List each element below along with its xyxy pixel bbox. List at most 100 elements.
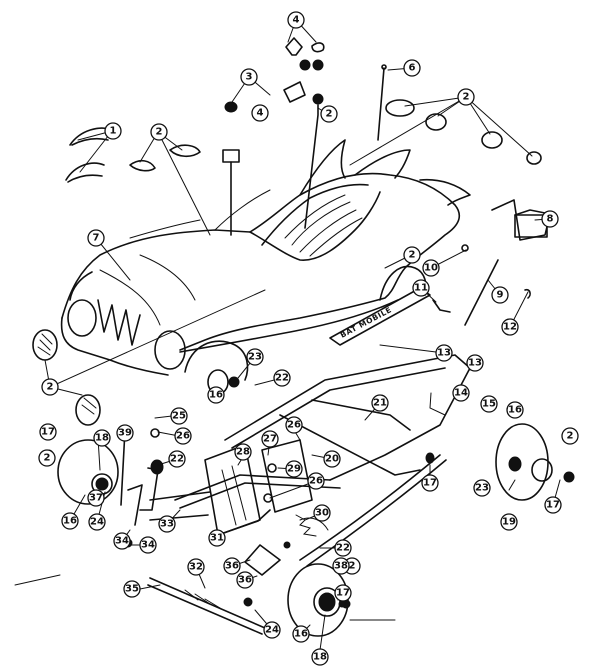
svg-text:34: 34	[115, 536, 129, 547]
svg-text:28: 28	[236, 447, 250, 458]
callout-21: 21	[371, 394, 389, 412]
callout-25: 25	[170, 407, 188, 425]
callout-39: 39	[116, 424, 134, 442]
svg-text:17: 17	[546, 500, 560, 511]
callout-18: 18	[93, 429, 111, 447]
callout-1: 1	[104, 122, 122, 140]
callout-35: 35	[123, 580, 141, 598]
callout-16: 16	[292, 625, 310, 643]
rear-right-wheel	[495, 423, 575, 501]
callout-15: 15	[480, 395, 498, 413]
svg-text:16: 16	[63, 516, 77, 527]
svg-text:8: 8	[547, 214, 554, 225]
svg-text:6: 6	[409, 63, 416, 74]
left-headlight	[67, 299, 97, 337]
svg-text:17: 17	[423, 478, 437, 489]
svg-text:2: 2	[409, 250, 416, 261]
callout-6: 6	[403, 59, 421, 77]
callout-22: 22	[168, 450, 186, 468]
callout-24: 24	[88, 513, 106, 531]
svg-text:22: 22	[336, 543, 350, 554]
svg-text:2: 2	[156, 127, 163, 138]
svg-text:22: 22	[275, 373, 289, 384]
callout-2: 2	[457, 88, 475, 106]
svg-text:4: 4	[293, 15, 300, 26]
callout-17: 17	[421, 474, 439, 492]
chassis-frame	[149, 354, 471, 567]
callout-26: 26	[174, 427, 192, 445]
svg-text:18: 18	[95, 433, 109, 444]
svg-text:34: 34	[141, 540, 155, 551]
svg-text:32: 32	[189, 562, 203, 573]
front-left-wheel	[57, 439, 119, 505]
callout-22: 22	[273, 369, 291, 387]
svg-text:36: 36	[238, 575, 252, 586]
svg-text:4: 4	[257, 108, 264, 119]
callout-34: 34	[113, 532, 131, 550]
svg-text:14: 14	[454, 388, 468, 399]
svg-text:11: 11	[414, 283, 428, 294]
svg-text:27: 27	[263, 434, 277, 445]
callout-19: 19	[500, 513, 518, 531]
right-headlight	[154, 330, 186, 370]
svg-text:17: 17	[41, 427, 55, 438]
callout-31: 31	[208, 529, 226, 547]
svg-text:31: 31	[210, 533, 224, 544]
callout-13: 13	[466, 354, 484, 372]
svg-text:23: 23	[248, 352, 262, 363]
callouts: 1 2 2 2 2 2 2 2 2 3 4 4 6 7 8 9 10 11 12…	[38, 11, 579, 666]
svg-text:24: 24	[90, 517, 104, 528]
svg-text:29: 29	[287, 464, 301, 475]
callout-12: 12	[501, 318, 519, 336]
callout-29: 29	[285, 460, 303, 478]
svg-text:39: 39	[118, 428, 132, 439]
callout-22: 22	[334, 539, 352, 557]
callout-20: 20	[323, 450, 341, 468]
svg-text:9: 9	[497, 290, 504, 301]
callout-32: 32	[187, 558, 205, 576]
callout-13: 13	[435, 344, 453, 362]
callout-37: 37	[87, 489, 105, 507]
svg-text:12: 12	[503, 322, 517, 333]
svg-text:36: 36	[225, 561, 239, 572]
svg-text:26: 26	[309, 476, 323, 487]
svg-text:7: 7	[93, 233, 100, 244]
callout-17: 17	[39, 423, 57, 441]
callout-38: 38	[332, 557, 350, 575]
svg-text:2: 2	[567, 431, 574, 442]
svg-text:19: 19	[502, 517, 516, 528]
svg-text:23: 23	[475, 483, 489, 494]
svg-text:1: 1	[110, 126, 117, 137]
svg-text:25: 25	[172, 411, 186, 422]
callout-36: 36	[236, 571, 254, 589]
callout-33: 33	[158, 515, 176, 533]
callout-7: 7	[87, 229, 105, 247]
svg-text:2: 2	[463, 92, 470, 103]
callout-16: 16	[207, 386, 225, 404]
svg-text:24: 24	[265, 625, 279, 636]
callout-30: 30	[313, 504, 331, 522]
callout-17: 17	[544, 496, 562, 514]
callout-11: 11	[412, 279, 430, 297]
svg-text:26: 26	[287, 420, 301, 431]
callout-10: 10	[422, 259, 440, 277]
svg-text:18: 18	[313, 652, 327, 663]
callout-23: 23	[473, 479, 491, 497]
callout-34: 34	[139, 536, 157, 554]
callout-9: 9	[491, 286, 509, 304]
svg-text:2: 2	[47, 382, 54, 393]
svg-text:16: 16	[294, 629, 308, 640]
callout-4: 4	[287, 11, 305, 29]
svg-text:3: 3	[246, 72, 253, 83]
loose-parts	[32, 37, 551, 426]
svg-text:2: 2	[44, 453, 51, 464]
svg-text:38: 38	[334, 561, 348, 572]
callout-2: 2	[561, 427, 579, 445]
callout-16: 16	[506, 401, 524, 419]
callout-2: 2	[41, 378, 59, 396]
svg-text:17: 17	[336, 588, 350, 599]
svg-text:10: 10	[424, 263, 438, 274]
callout-23: 23	[246, 348, 264, 366]
leader-lines	[14, 19, 561, 651]
